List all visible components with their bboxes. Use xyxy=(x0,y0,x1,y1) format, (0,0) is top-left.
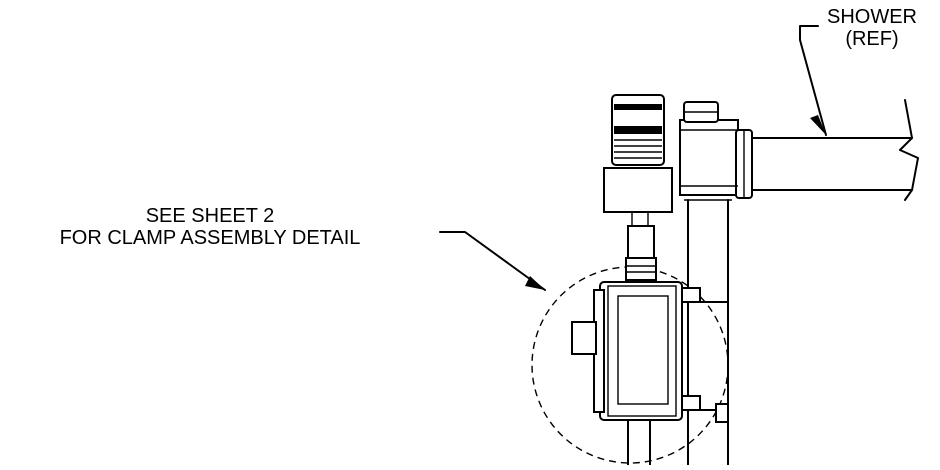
gauge-head xyxy=(603,94,673,281)
clamp-detail-callout: SEE SHEET 2 FOR CLAMP ASSEMBLY DETAIL xyxy=(0,205,420,249)
ref-label: (REF) xyxy=(845,28,899,50)
shower-label: SHOWER xyxy=(827,6,917,28)
shower-pipe xyxy=(751,99,919,201)
clamp-lower xyxy=(681,395,729,423)
shower-leader xyxy=(799,25,827,136)
detail-leader xyxy=(439,231,546,291)
lower-pipe xyxy=(627,419,651,466)
callout-line-1: SEE SHEET 2 xyxy=(145,205,275,227)
meter-body xyxy=(571,281,683,421)
shower-ref-callout: SHOWER (REF) xyxy=(812,6,932,50)
callout-line-2: FOR CLAMP ASSEMBLY DETAIL xyxy=(59,227,361,249)
clamp-upper xyxy=(681,287,729,303)
tee-fitting xyxy=(679,101,753,199)
